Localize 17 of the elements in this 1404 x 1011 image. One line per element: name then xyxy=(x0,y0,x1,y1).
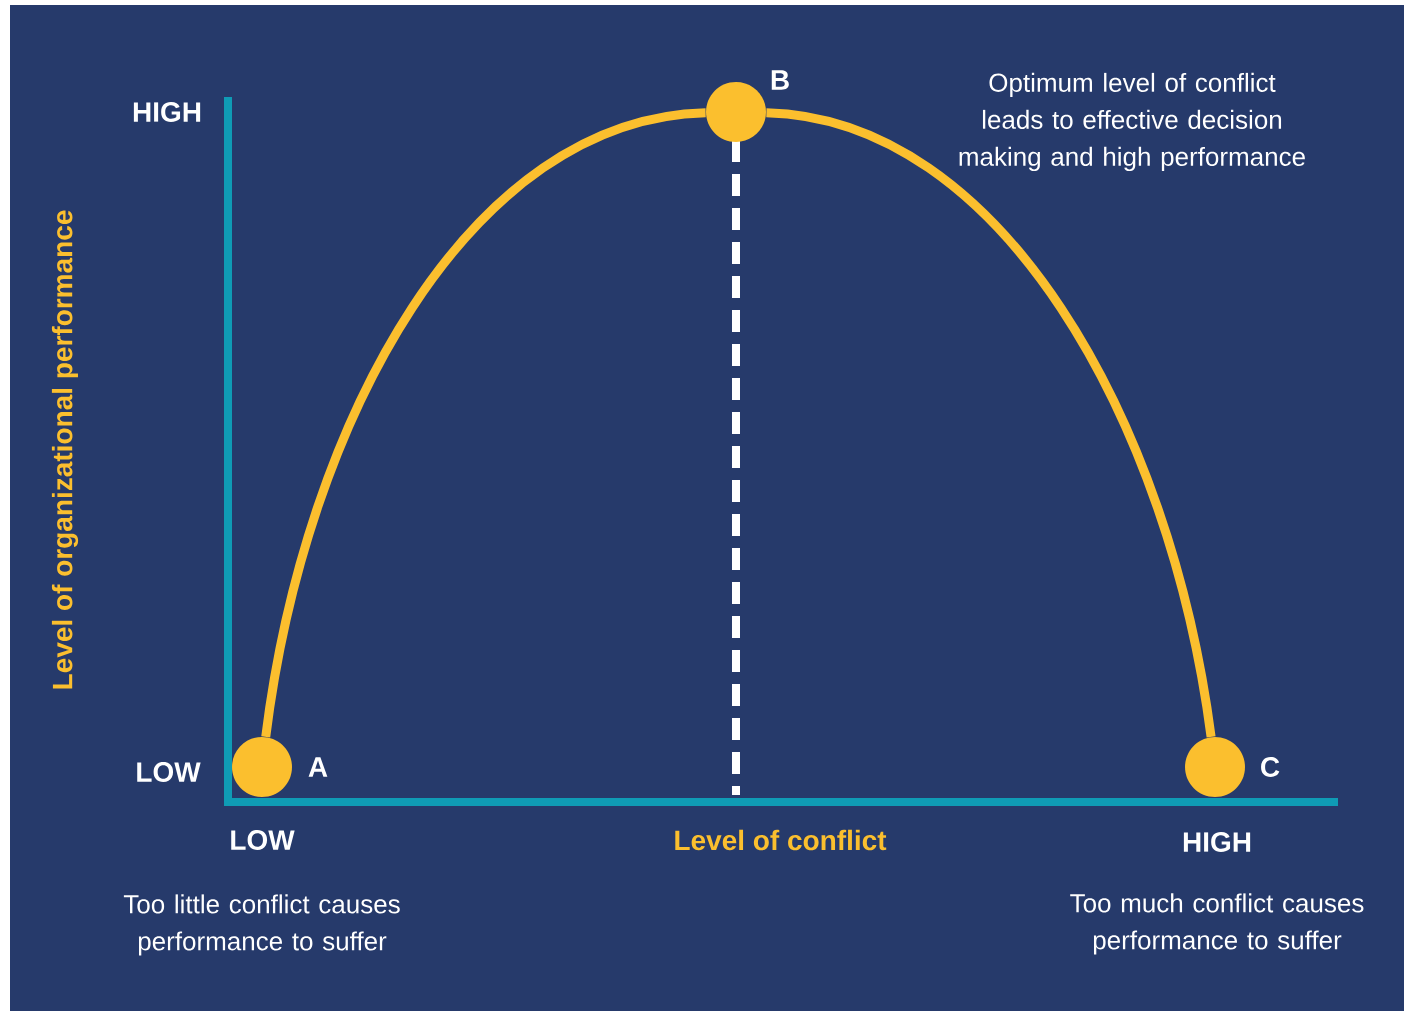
axis-title: Level of organizational performance xyxy=(51,210,79,689)
curve xyxy=(765,108,1216,738)
axis-label: LOW xyxy=(231,830,295,850)
point-marker xyxy=(706,82,766,142)
point-marker xyxy=(1185,737,1245,797)
axis-label: HIGH xyxy=(1183,832,1251,852)
point-letter: A xyxy=(308,757,328,777)
curve xyxy=(261,108,707,738)
axis-label: HIGH xyxy=(133,102,201,122)
point-letter: B xyxy=(771,70,789,90)
point-letter: C xyxy=(1261,757,1280,777)
annotation-text: Optimum level of conflict leads to effective decision making and high performance xyxy=(959,72,1305,172)
point-marker xyxy=(232,737,292,797)
axis-title: Level of conflict xyxy=(675,829,887,851)
axis-label: LOW xyxy=(137,762,201,782)
annotation-text: Too little conflict causes performance to suffer xyxy=(123,894,400,956)
annotation-text: Too much conflict causes performance to suffer xyxy=(1070,893,1364,955)
